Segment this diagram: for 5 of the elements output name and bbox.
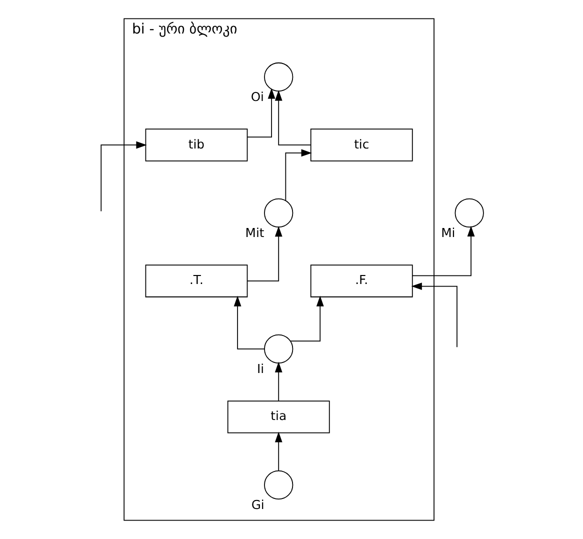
node-label: Mit [245, 226, 264, 240]
node-label: Gi [251, 498, 264, 512]
node-label: Oi [250, 90, 264, 104]
node-label: Ii [256, 362, 264, 376]
node-label: Mi [441, 226, 456, 240]
